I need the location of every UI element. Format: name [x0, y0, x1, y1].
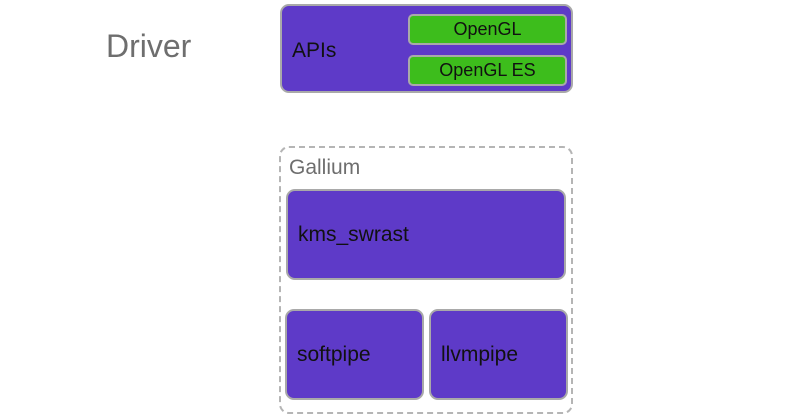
- softpipe-block: softpipe: [285, 309, 424, 400]
- llvmpipe-block: llvmpipe: [429, 309, 568, 400]
- api-opengl-es: OpenGL ES: [408, 55, 567, 86]
- apis-box: APIs OpenGL OpenGL ES: [280, 4, 573, 93]
- apis-label: APIs: [292, 39, 337, 62]
- gallium-label: Gallium: [289, 156, 361, 179]
- gallium-frame: [279, 146, 573, 414]
- kms-swrast-block: kms_swrast: [286, 189, 566, 280]
- api-opengl: OpenGL: [408, 14, 567, 45]
- driver-title: Driver: [106, 28, 192, 64]
